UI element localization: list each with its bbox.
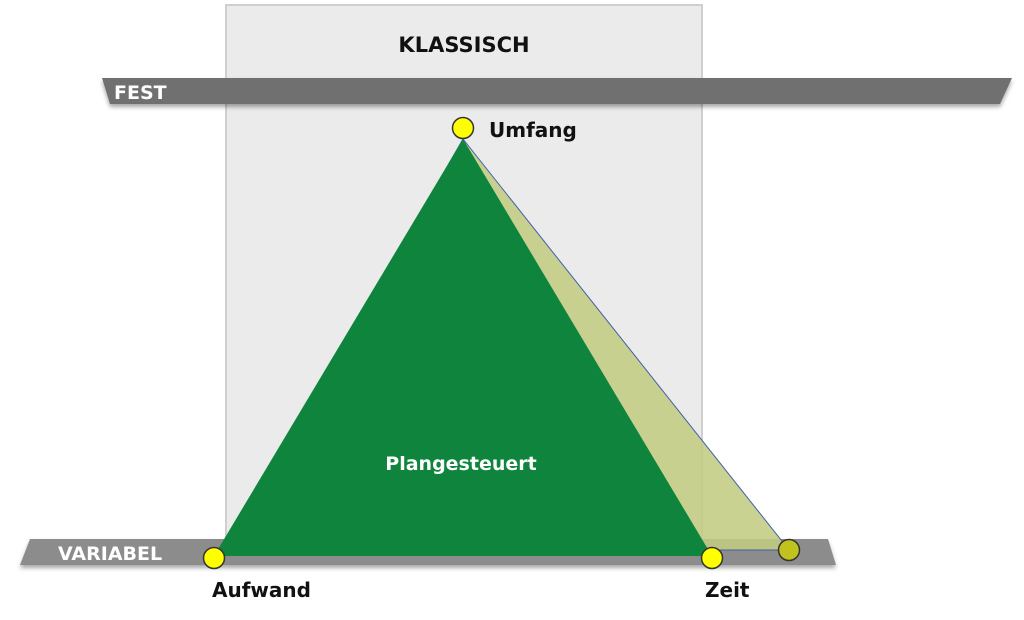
variable-bar-label: VARIABEL [58, 543, 162, 565]
aufwand-marker [202, 546, 226, 570]
umfang-marker [451, 116, 475, 140]
main-triangle [214, 139, 712, 556]
zeit-label: Zeit [705, 578, 750, 602]
triangle-label: Plangesteuert [385, 453, 536, 475]
fixed-bar-label: FEST [114, 82, 167, 104]
fixed-bar [102, 78, 1012, 104]
panel-title: KLASSISCH [398, 33, 529, 57]
zeit-marker [700, 546, 724, 570]
aufwand-label: Aufwand [212, 578, 311, 602]
shifted-marker [777, 538, 801, 562]
umfang-label: Umfang [489, 118, 577, 142]
